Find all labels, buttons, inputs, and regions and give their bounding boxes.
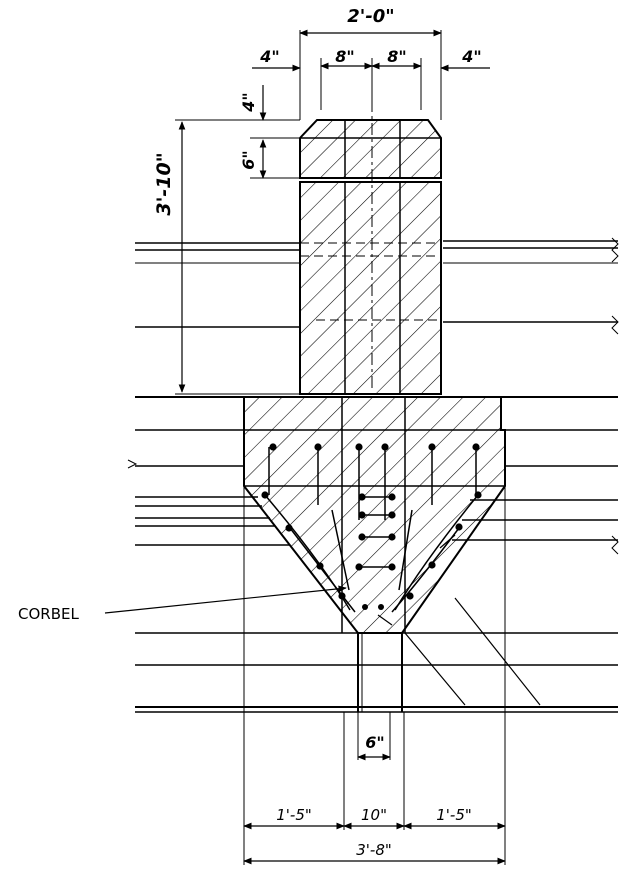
dim-cap-band: 6" <box>239 150 258 169</box>
stem <box>357 633 403 712</box>
leader-lines <box>377 534 541 706</box>
dim-cap-top: 4" <box>239 92 258 112</box>
dim-bottom-left: 1'-5" <box>276 806 312 824</box>
extension-lines <box>175 30 506 865</box>
column-shaft <box>299 100 442 395</box>
dim-bottom-center: 10" <box>361 806 387 824</box>
dim-left-offset: 4" <box>259 47 279 66</box>
corbel-label: CORBEL <box>18 605 79 623</box>
dim-half-left: 8" <box>335 47 354 66</box>
dim-bottom-right: 1'-5" <box>436 806 472 824</box>
dim-half-right: 8" <box>387 47 406 66</box>
dim-right-offset: 4" <box>461 47 481 66</box>
column-cap <box>299 119 442 179</box>
reinforcement-bars <box>264 447 479 613</box>
dimension-lines <box>104 29 506 865</box>
dim-column-height: 3'-10" <box>153 152 175 215</box>
rebar-dots <box>261 443 482 610</box>
dim-top-width: 2'-0" <box>347 6 394 27</box>
dim-overall-bottom: 3'-8" <box>356 841 392 859</box>
dim-stem-width: 6" <box>365 733 384 752</box>
